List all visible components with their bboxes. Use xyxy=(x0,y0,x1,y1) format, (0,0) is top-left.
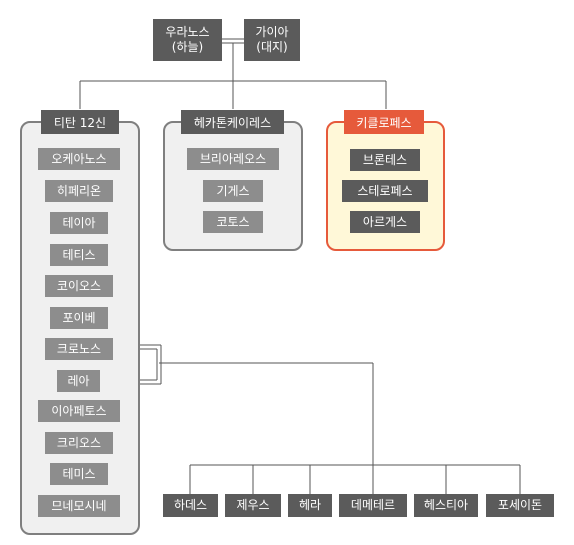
uranus-box: 우라노스 (하늘) xyxy=(153,19,222,61)
titan-rhea: 레아 xyxy=(57,370,100,392)
titan-themis: 테미스 xyxy=(50,463,108,485)
titan-iapetus: 이아페토스 xyxy=(38,400,120,422)
cyclopes-label: 키클로페스 xyxy=(344,110,424,134)
titan-mnemosyne: 므네모시네 xyxy=(38,495,120,517)
titans-label: 티탄 12신 xyxy=(41,110,119,134)
olympian-poseidon: 포세이돈 xyxy=(486,494,554,517)
titan-tethys: 테티스 xyxy=(50,244,108,266)
cyclopes-steropes: 스테로페스 xyxy=(342,180,428,202)
olympian-hestia: 헤스티아 xyxy=(414,494,478,517)
gaia-box: 가이아 (대지) xyxy=(244,19,300,61)
olympian-demeter: 데메테르 xyxy=(339,494,407,517)
hecatoncheires-briareus: 브리아레오스 xyxy=(187,148,279,170)
olympian-zeus: 제우스 xyxy=(225,494,281,517)
olympian-hades: 하데스 xyxy=(163,494,218,517)
hecatoncheires-gyges: 기게스 xyxy=(203,180,263,202)
uranus-sub: (하늘) xyxy=(171,40,204,54)
hecatoncheires-label: 헤카톤케이레스 xyxy=(181,110,284,134)
cyclopes-brontes: 브론테스 xyxy=(350,149,420,171)
gaia-sub: (대지) xyxy=(256,40,288,54)
cyclopes-arges: 아르게스 xyxy=(350,211,420,233)
titan-theia: 테이아 xyxy=(50,212,108,234)
hecatoncheires-cottus: 코토스 xyxy=(203,211,263,233)
titan-phoebe: 포이베 xyxy=(50,307,108,329)
gaia-name: 가이아 xyxy=(255,25,289,39)
olympian-hera: 헤라 xyxy=(288,494,332,517)
titan-coeus: 코이오스 xyxy=(45,275,113,297)
titan-oceanus: 오케아노스 xyxy=(38,148,120,170)
titan-cronus: 크로노스 xyxy=(45,338,113,360)
titan-crius: 크리오스 xyxy=(45,432,113,454)
uranus-name: 우라노스 xyxy=(165,25,210,39)
titan-hyperion: 히페리온 xyxy=(45,180,113,202)
